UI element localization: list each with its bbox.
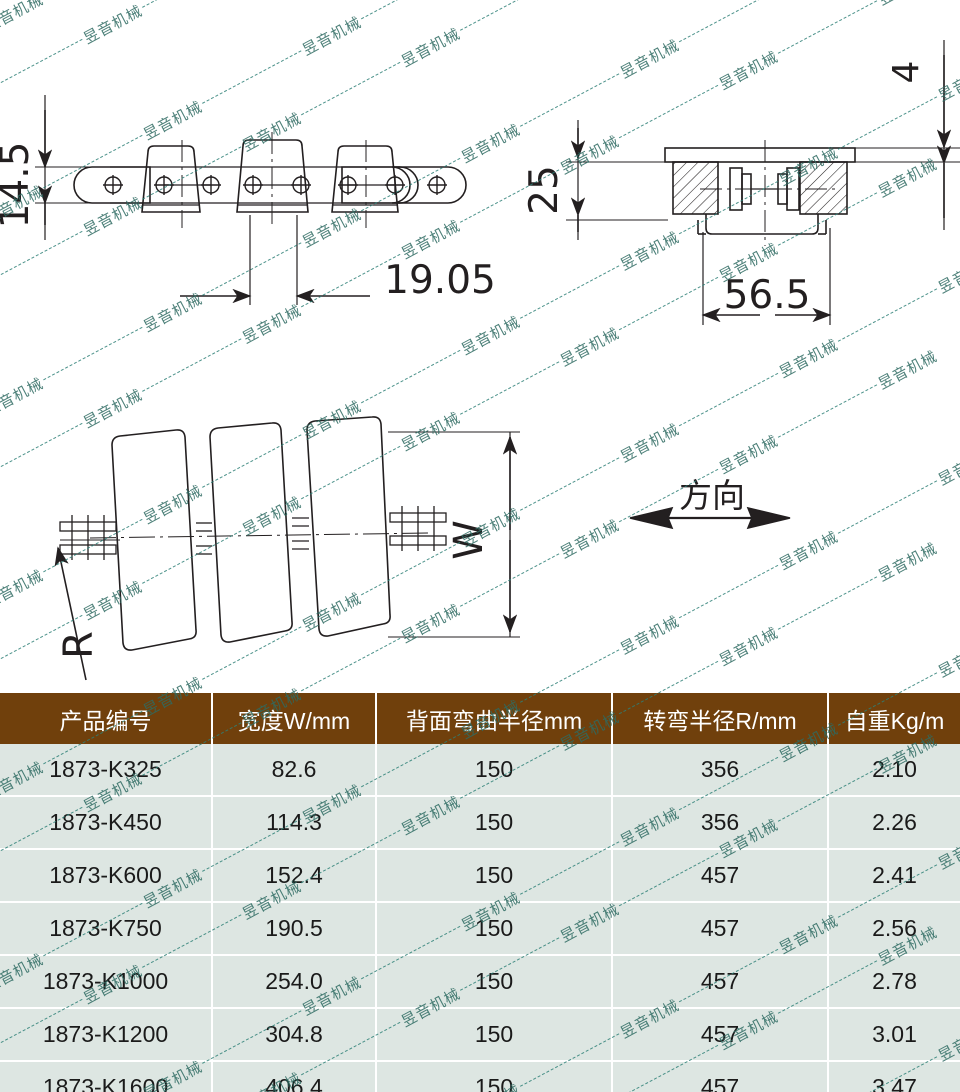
cell-model: 1873-K1200	[0, 1008, 213, 1062]
cell-width: 114.3	[212, 796, 377, 850]
cell-width: 82.6	[212, 744, 377, 797]
chain-plan-view	[54, 416, 520, 681]
cell-weight: 2.78	[828, 955, 960, 1009]
cell-back-bend-radius: 150	[376, 1061, 613, 1092]
cell-model: 1873-K1000	[0, 955, 213, 1009]
dim-R: R	[56, 631, 102, 659]
cell-turn-radius: 457	[612, 955, 829, 1009]
specification-table: 产品编号 宽度W/mm 背面弯曲半径mm 转弯半径R/mm 自重Kg/m 187…	[0, 693, 960, 1092]
cell-model: 1873-K325	[0, 744, 213, 797]
cell-turn-radius: 457	[612, 1061, 829, 1092]
cell-turn-radius: 457	[612, 849, 829, 903]
column-header-turn-radius: 转弯半径R/mm	[612, 693, 829, 744]
table-body: 1873-K325 82.6 150 356 2.10 1873-K450 11…	[0, 744, 960, 1092]
table-row: 1873-K1000 254.0 150 457 2.78	[0, 955, 960, 1009]
cell-weight: 2.41	[828, 849, 960, 903]
cell-weight: 2.10	[828, 744, 960, 797]
cell-weight: 2.56	[828, 902, 960, 956]
cell-turn-radius: 457	[612, 902, 829, 956]
cell-back-bend-radius: 150	[376, 849, 613, 903]
column-header-model: 产品编号	[0, 693, 213, 744]
dim-4: 4	[886, 61, 927, 84]
cell-back-bend-radius: 150	[376, 796, 613, 850]
cell-width: 190.5	[212, 902, 377, 956]
technical-drawing: 14.5 19.05 25 4 56.5 R W 方向	[0, 40, 960, 681]
cell-model: 1873-K450	[0, 796, 213, 850]
column-header-weight: 自重Kg/m	[828, 693, 960, 744]
column-header-back-bend-radius: 背面弯曲半径mm	[376, 693, 613, 744]
table-row: 1873-K750 190.5 150 457 2.56	[0, 902, 960, 956]
table-header-row: 产品编号 宽度W/mm 背面弯曲半径mm 转弯半径R/mm 自重Kg/m	[0, 693, 960, 744]
cell-width: 304.8	[212, 1008, 377, 1062]
table-row: 1873-K1200 304.8 150 457 3.01	[0, 1008, 960, 1062]
chain-side-view	[35, 95, 467, 305]
dim-56-5: 56.5	[724, 273, 811, 318]
cell-back-bend-radius: 150	[376, 744, 613, 797]
table-row: 1873-K450 114.3 150 356 2.26	[0, 796, 960, 850]
cell-weight: 3.01	[828, 1008, 960, 1062]
cell-back-bend-radius: 150	[376, 1008, 613, 1062]
cell-width: 406.4	[212, 1061, 377, 1092]
cell-weight: 2.26	[828, 796, 960, 850]
cell-turn-radius: 356	[612, 744, 829, 797]
cell-model: 1873-K1600	[0, 1061, 213, 1092]
dim-W: W	[446, 520, 492, 560]
dim-25: 25	[522, 165, 567, 215]
column-header-width: 宽度W/mm	[212, 693, 377, 744]
direction-arrow-note	[629, 506, 791, 530]
cell-back-bend-radius: 150	[376, 955, 613, 1009]
cell-turn-radius: 457	[612, 1008, 829, 1062]
direction-label: 方向	[679, 476, 745, 515]
cell-turn-radius: 356	[612, 796, 829, 850]
cell-weight: 3.47	[828, 1061, 960, 1092]
table-row: 1873-K1600 406.4 150 457 3.47	[0, 1061, 960, 1092]
table-row: 1873-K600 152.4 150 457 2.41	[0, 849, 960, 903]
cell-model: 1873-K600	[0, 849, 213, 903]
dim-14-5: 14.5	[0, 142, 38, 229]
cell-back-bend-radius: 150	[376, 902, 613, 956]
cell-width: 152.4	[212, 849, 377, 903]
chain-cross-section-view	[566, 40, 960, 325]
table-row: 1873-K325 82.6 150 356 2.10	[0, 744, 960, 797]
cell-model: 1873-K750	[0, 902, 213, 956]
cell-width: 254.0	[212, 955, 377, 1009]
dim-19-05: 19.05	[384, 258, 496, 303]
